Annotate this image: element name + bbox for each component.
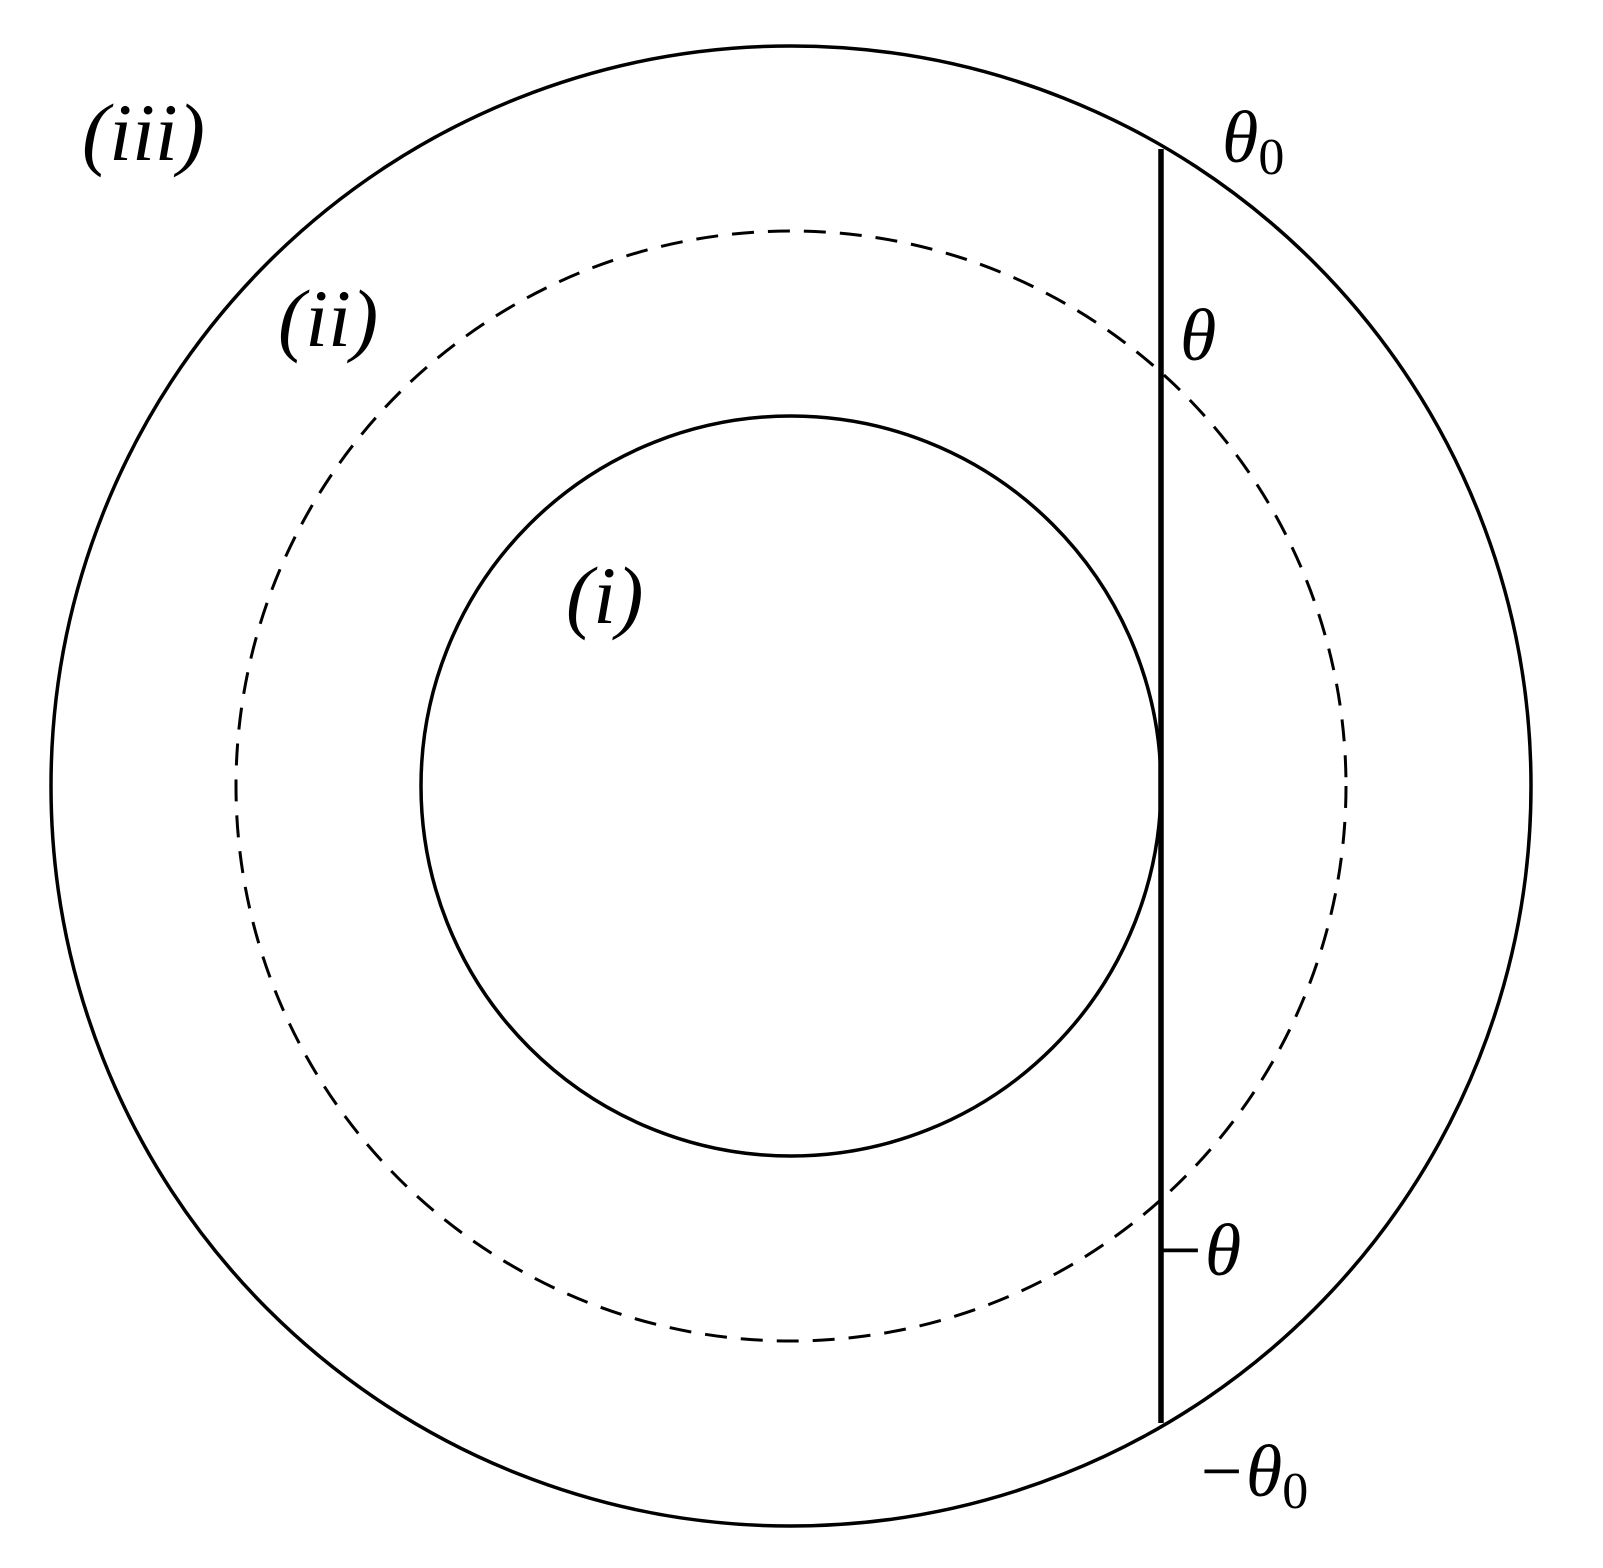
label-theta0: θ0 [1222,97,1284,186]
label-theta: θ [1180,295,1216,377]
label-neg-theta0-symbol: −θ [1196,1431,1282,1513]
label-theta0-symbol: θ [1222,97,1258,179]
label-region-i: (i) [566,550,643,641]
label-neg-theta: −θ [1155,1210,1241,1292]
label-region-ii: (ii) [278,273,378,364]
label-neg-theta0: −θ0 [1196,1431,1308,1520]
label-neg-theta0-subscript: 0 [1282,1463,1308,1520]
label-theta0-subscript: 0 [1258,129,1284,186]
label-region-iii: (iii) [82,87,205,178]
dashed-middle-circle [234,229,1348,1343]
outer-circle [49,44,1533,1528]
